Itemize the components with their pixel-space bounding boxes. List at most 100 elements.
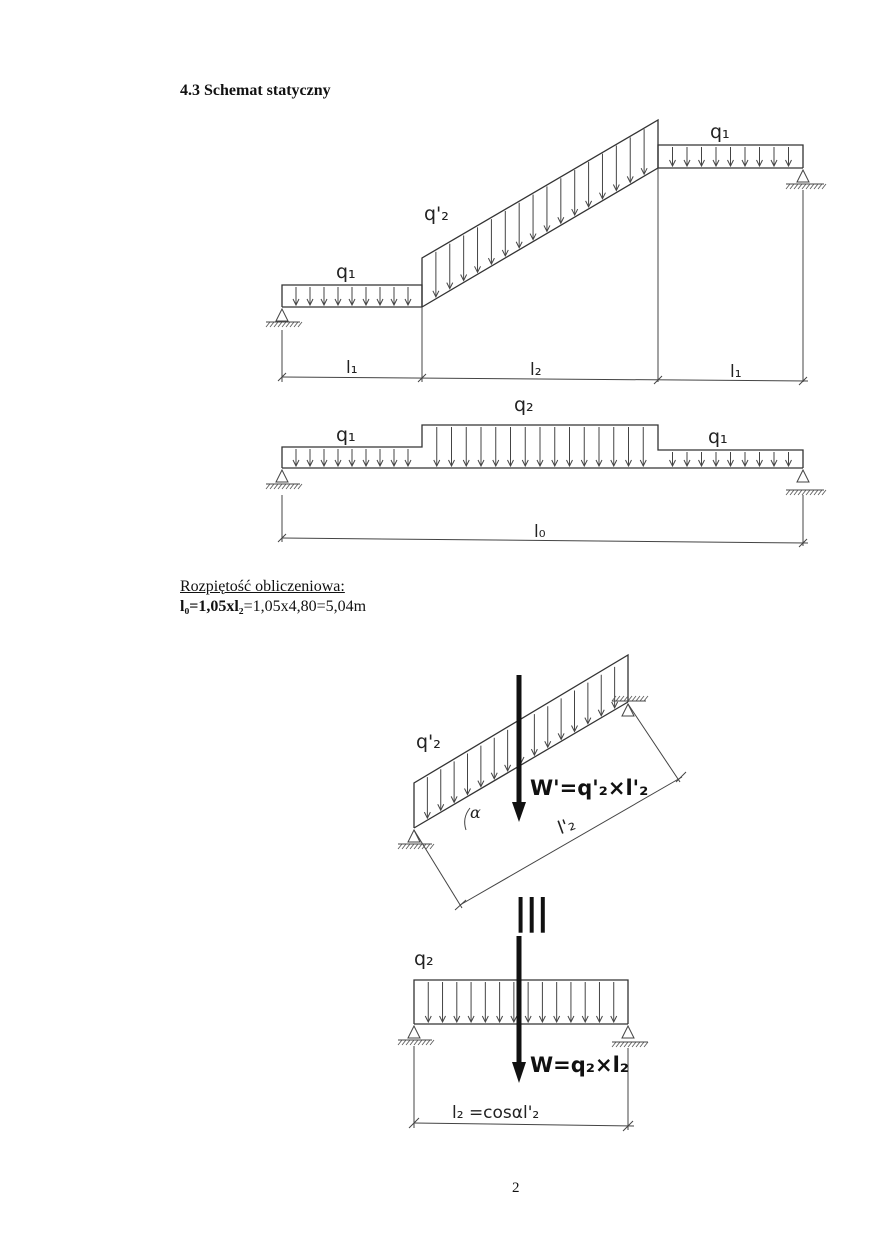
stair-beam-axis [282, 167, 803, 308]
support-hatch [813, 183, 819, 190]
support-hatch [293, 483, 299, 490]
diagram-2-horizontal-scheme: q₁ q₂ q₁ l₀ [265, 394, 827, 548]
load-arrow-head [390, 298, 398, 307]
support-hatch [619, 695, 625, 702]
support-hatch [801, 489, 807, 496]
load-arrow-head [584, 717, 592, 725]
load-arrow-head [376, 459, 384, 468]
load-arrow-head [529, 233, 537, 241]
section-title: 4.3 Schemat statyczny [180, 82, 331, 99]
support-hatch [285, 483, 291, 490]
load-arrow-head [433, 459, 441, 468]
support-hatch [397, 843, 403, 850]
roller-support-right-4 [611, 1024, 649, 1048]
support-hatch [809, 183, 815, 190]
support-hatch [639, 695, 645, 702]
load-arrow-head [390, 459, 398, 468]
load-arrow-head [712, 459, 720, 468]
support-hatch [265, 483, 271, 490]
support-hatch [417, 1039, 423, 1046]
support-hatch [789, 183, 795, 190]
support-hatch [429, 1039, 435, 1046]
support-hatch [805, 183, 811, 190]
load-arrow-head [538, 1015, 546, 1024]
pin-support-left-3 [397, 828, 435, 850]
load-arrow-head [306, 298, 314, 307]
support-hatch [397, 1039, 403, 1046]
support-hatch [627, 1041, 633, 1048]
load-arrow-head [362, 298, 370, 307]
load-arrow-head [504, 764, 512, 772]
support-hatch [809, 489, 815, 496]
load-arrow-head [683, 459, 691, 468]
load-arrow-head [460, 274, 468, 282]
load-arrow-head [481, 1015, 489, 1024]
load-arrows-right [669, 147, 792, 168]
support-hatch [285, 321, 291, 328]
support-hatch [413, 1039, 419, 1046]
label-q2-2: q₂ [514, 394, 534, 416]
support-hatch [269, 483, 275, 490]
load-arrow-head [557, 217, 565, 225]
support-hatch [277, 321, 283, 328]
load-arrow-head [292, 298, 300, 307]
pin-support-left [265, 307, 303, 328]
label-q1-right: q₁ [710, 121, 730, 143]
load-arrow-head [510, 1015, 518, 1024]
load-arrow-head [580, 459, 588, 468]
load-arrow-head [611, 701, 619, 709]
load-arrow-head [492, 459, 500, 468]
diagram-4-horizontal-projection: q₂ W=q₂×l₂ l₂ =cosαl'₂ [397, 936, 649, 1132]
support-hatch [623, 695, 629, 702]
load-arrow-head [446, 282, 454, 290]
resultant-label-prime: W'=q'₂×l'₂ [530, 776, 648, 800]
load-arrows-inclined [432, 129, 648, 298]
load-arrow-head [756, 459, 763, 468]
dim-l2: l₂ [530, 360, 542, 380]
formula-bold-part: l₀=1,05xl₂ [180, 598, 244, 615]
load-arrow-head [477, 780, 485, 788]
label-q2-inclined: q'₂ [424, 203, 449, 225]
load-arrow-head [404, 459, 412, 468]
load-arrow-head [501, 249, 509, 258]
support-hatch [817, 183, 823, 190]
formula-rest: =1,05x4,80=5,04m [243, 598, 367, 615]
support-hatch [813, 489, 819, 496]
load-arrows-left [292, 287, 412, 307]
span-formula: l₀=1,05xl₂=1,05x4,80=5,04m [180, 598, 366, 616]
load-arrow-head [639, 459, 647, 468]
label-q2-prime: q'₂ [416, 731, 441, 753]
diagram-1-stair-scheme: q₁ q'₂ q₁ l₁ l₂ l₁ [265, 118, 827, 386]
load-arrow-head [424, 1015, 432, 1024]
load-arrow-head [625, 459, 632, 468]
load-arrow-head [536, 459, 544, 468]
dim-l1-left: l₁ [346, 358, 358, 378]
dim-l2-prime: l'₂ [555, 813, 578, 839]
inclined-load-arrows [423, 666, 619, 820]
support-hatch [421, 1039, 427, 1046]
load-arrow-head [334, 298, 342, 307]
roller-support-right-2 [785, 468, 827, 496]
support-hatch [277, 483, 283, 490]
load-arrow-head [320, 459, 328, 468]
roller-support-right [785, 168, 827, 190]
support-hatch [265, 321, 271, 328]
load-arrow-head [597, 709, 605, 717]
support-hatch [627, 695, 633, 702]
support-hatch [821, 489, 827, 496]
load-arrow-head [669, 459, 676, 468]
load-arrow-head [727, 159, 734, 168]
support-hatch [289, 321, 295, 328]
support-hatch [817, 489, 823, 496]
support-hatch [615, 1041, 621, 1048]
load-arrow-head [557, 733, 565, 741]
dim-l0: l₀ [534, 522, 546, 542]
support-hatch [797, 489, 803, 496]
support-hatch [785, 489, 791, 496]
load-arrow-head [785, 159, 792, 168]
pin-support-left-2 [265, 468, 303, 490]
load-block-inclined [421, 118, 659, 307]
support-hatch [789, 489, 795, 496]
load-arrow-head [348, 298, 356, 307]
